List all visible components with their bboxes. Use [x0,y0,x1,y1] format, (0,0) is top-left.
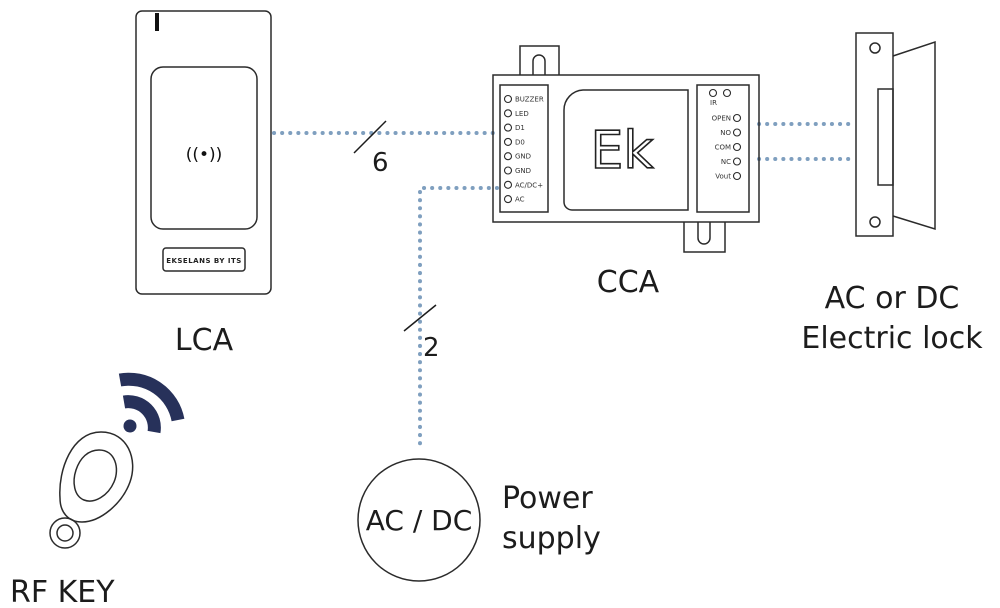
controller-logo-panel [563,89,689,211]
reader-brand: EKSELANS BY ITS [166,257,242,265]
key-ring [49,517,81,549]
fob-button [73,449,118,502]
power-wire [418,186,499,450]
terminal-com [732,142,742,152]
controller-body [492,74,760,223]
terminal-gnd [503,152,513,161]
terminal-label: NC [721,158,731,166]
label-power-line2: supply [502,521,601,556]
reader-brand-plate [162,247,246,272]
label-lock-line1: AC or DC [825,281,960,316]
right-terminal-block [696,84,750,213]
lock-faceplate [855,32,894,237]
terminal-label: GND [515,167,531,175]
wire-count-power: 2 [423,333,440,363]
terminal-vout [732,171,742,181]
reader-read-area [150,66,258,230]
wires [272,122,858,450]
label-lock-line2: Electric lock [801,321,983,356]
rfid-wave-icon: ((•)) [186,145,223,165]
terminal-ac [503,195,513,204]
terminal-ac-dc- [503,180,513,189]
reader-indicator [155,13,159,31]
wifi-signal-icon [118,372,185,434]
key-fob-icon [49,431,134,549]
terminal-d0 [503,137,513,146]
terminal-label: AC/DC+ [515,181,543,189]
terminal-led [503,109,513,118]
electric-lock [855,32,936,237]
terminal-label: NO [720,129,731,137]
terminal-label: D0 [515,138,525,146]
lock-keeper [877,88,894,186]
terminal-label: COM [715,144,731,152]
controller-top-tab [519,45,560,75]
reader-body [135,10,272,295]
controller-logo: Ek [591,121,654,181]
ir-label: IR [710,99,717,107]
terminal-no [732,128,742,137]
wire-count-slash-reader [353,120,387,154]
power-circle-label: AC / DC [366,504,473,537]
lock-screw-bottom [869,216,881,228]
lca-reader: ((•)) EKSELANS BY ITS [135,10,272,295]
terminal-label: BUZZER [515,96,544,104]
label-lca: LCA [175,323,234,358]
terminal-label: D1 [515,124,525,132]
terminal-open [732,113,742,123]
fob-body [59,431,134,523]
left-terminal-block [499,84,549,213]
terminal-d1 [503,123,513,132]
terminal-label: LED [515,110,529,118]
terminal-nc [732,157,742,166]
ir-led-2 [722,88,732,98]
lock-body [892,40,936,231]
power-supply-circle [357,458,481,582]
label-cca: CCA [597,265,660,300]
lock-screw-top [869,42,881,54]
label-rf-key: RF KEY [10,575,115,608]
terminal-gnd [503,166,513,175]
terminal-label: AC [515,196,525,204]
terminal-label: Vout [715,173,731,181]
ir-led-1 [708,88,718,98]
right-terminals: IR OPEN NO COM NC Vout [708,88,742,181]
wire-count-slash-power [403,304,437,332]
wire-count-reader: 6 [372,148,389,178]
terminal-buzzer [503,94,513,104]
terminal-label: OPEN [712,115,731,123]
controller-bottom-tab [683,222,726,253]
terminal-label: GND [515,153,531,161]
label-power-line1: Power [502,481,593,516]
